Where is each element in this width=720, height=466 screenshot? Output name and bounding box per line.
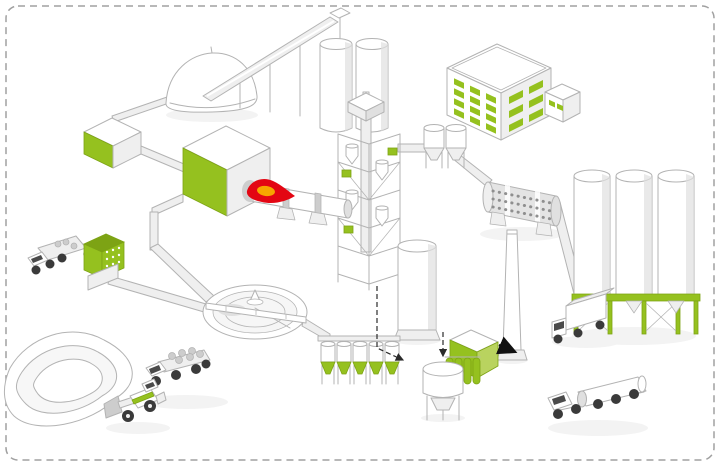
office-windows-left	[454, 78, 496, 134]
wheels	[553, 320, 605, 344]
hopper	[320, 341, 336, 385]
bag-filling-hoppers	[317, 335, 401, 385]
preheater-tower	[337, 91, 401, 291]
hopper	[336, 341, 352, 385]
crusher-grate-dots	[105, 246, 121, 268]
roto-packer	[422, 361, 464, 421]
raw-meal-silos	[319, 38, 389, 133]
feed-hoppers	[423, 124, 467, 169]
exhaust-stack	[496, 229, 528, 361]
auxiliary-building	[83, 117, 142, 169]
hopper	[352, 341, 368, 385]
quarry-terrain	[4, 331, 133, 427]
quarry-dump-truck	[145, 347, 211, 386]
yard-bridge	[205, 302, 307, 324]
office-building	[446, 43, 552, 141]
wheels	[553, 389, 639, 419]
raw-material-dome	[165, 46, 258, 113]
preblending-yard	[202, 284, 308, 340]
hopper	[384, 341, 400, 385]
office-windows-right	[509, 79, 543, 132]
crusher-station	[27, 233, 125, 291]
flow-arrow	[495, 336, 518, 355]
wheels	[31, 253, 67, 275]
conveyor-links	[107, 95, 583, 343]
tanker-truck	[547, 375, 647, 419]
hopper	[368, 341, 384, 385]
process-flow-lines	[376, 286, 448, 361]
cement-mill	[482, 181, 562, 237]
annex-windows	[549, 99, 563, 111]
office-annex	[544, 83, 581, 123]
inclined-conveyor	[202, 7, 351, 117]
silo-loading-truck	[551, 287, 615, 344]
blending-silo	[393, 239, 441, 341]
dashed-border	[5, 5, 715, 461]
wheel-loader	[103, 378, 167, 422]
wheels	[151, 359, 211, 386]
kiln-flame	[246, 179, 295, 204]
wheels	[122, 400, 156, 422]
cement-silos	[573, 169, 695, 297]
